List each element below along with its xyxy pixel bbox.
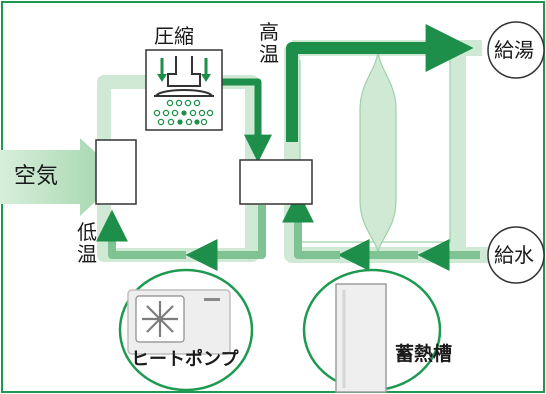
high-temp-flow-arrow (222, 78, 272, 163)
compression-label: 圧縮 (154, 24, 194, 48)
refrigerant-return-arrow-left (96, 209, 186, 259)
water-supply-label: 給水 (494, 243, 534, 267)
refrigerant-return-arrow-bottom (185, 205, 266, 271)
air-intake-arrow (0, 138, 122, 216)
water-inlet-circle (487, 226, 545, 284)
unit-handle (204, 298, 220, 301)
evaporator-box (95, 139, 137, 205)
high-temp-label: 高温 (259, 20, 279, 66)
hot-water-flow-arrow (286, 24, 474, 142)
fan-icon (142, 301, 178, 337)
heat-pump-label: ヒートポンプ (131, 349, 239, 370)
condenser-box (239, 159, 313, 205)
storage-tank-label: 蓄熱槽 (395, 343, 453, 365)
hot-water-outlet-circle (487, 21, 545, 79)
air-label: 空気 (14, 164, 59, 189)
compressor-icon (153, 56, 214, 126)
return-flow-arrow-left (282, 190, 340, 259)
low-temp-label: 低温 (77, 220, 97, 266)
hot-water-supply-label: 給湯 (494, 38, 534, 62)
